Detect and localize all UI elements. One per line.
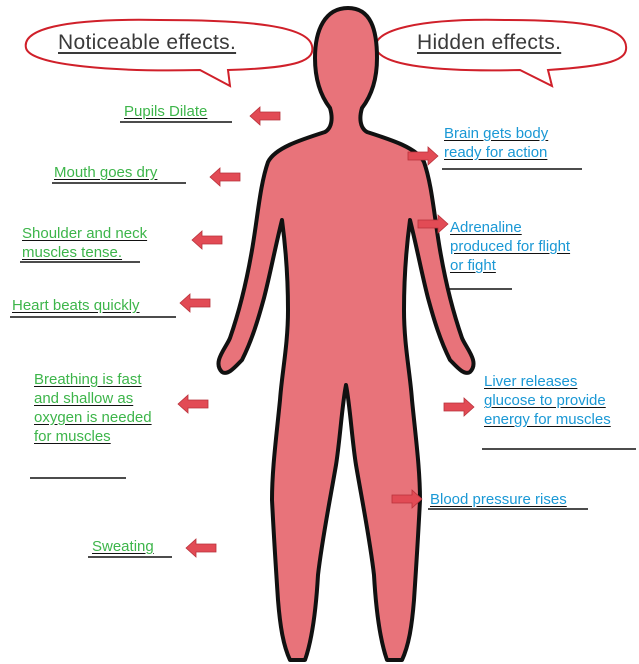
- arrow-icon: [178, 395, 208, 413]
- effect-line: Liver releases: [484, 372, 611, 391]
- effect-line: glucose to provide: [484, 391, 611, 410]
- hidden-effects-heading: Hidden effects.: [417, 31, 561, 55]
- effect-line: Shoulder and neck: [22, 224, 147, 243]
- hidden-effect-adrenaline: Adrenaline produced for flight or fight: [450, 218, 570, 275]
- effect-line: or fight: [450, 256, 570, 275]
- noticeable-effect-sweating: Sweating: [92, 537, 154, 556]
- noticeable-effect-muscles-tense: Shoulder and neck muscles tense.: [22, 224, 147, 262]
- effect-line: ready for action: [444, 143, 548, 162]
- effect-line: produced for flight: [450, 237, 570, 256]
- hidden-effect-brain: Brain gets body ready for action: [444, 124, 548, 162]
- effect-line: Blood pressure rises: [430, 490, 567, 509]
- effect-line: and shallow as: [34, 389, 152, 408]
- hidden-effect-blood-pressure: Blood pressure rises: [430, 490, 567, 509]
- effect-line: Pupils Dilate: [124, 102, 207, 121]
- arrow-icon: [444, 398, 474, 416]
- human-body-silhouette: [218, 8, 473, 660]
- effect-line: muscles tense.: [22, 243, 147, 262]
- effect-line: for muscles: [34, 427, 152, 446]
- arrow-icon: [250, 107, 280, 125]
- noticeable-effect-breathing: Breathing is fast and shallow as oxygen …: [34, 370, 152, 446]
- arrow-icon: [210, 168, 240, 186]
- arrow-icon: [186, 539, 216, 557]
- noticeable-effect-pupils-dilate: Pupils Dilate: [124, 102, 207, 121]
- hidden-effect-liver: Liver releases glucose to provide energy…: [484, 372, 611, 429]
- effect-line: Mouth goes dry: [54, 163, 157, 182]
- effect-line: Heart beats quickly: [12, 296, 140, 315]
- effect-line: Adrenaline: [450, 218, 570, 237]
- arrow-icon: [192, 231, 222, 249]
- effect-line: oxygen is needed: [34, 408, 152, 427]
- effect-line: Breathing is fast: [34, 370, 152, 389]
- effect-line: Sweating: [92, 537, 154, 556]
- arrow-icon: [180, 294, 210, 312]
- effect-line: Brain gets body: [444, 124, 548, 143]
- noticeable-effects-heading: Noticeable effects.: [58, 31, 236, 55]
- noticeable-effect-mouth-dry: Mouth goes dry: [54, 163, 157, 182]
- noticeable-effect-heart-beats: Heart beats quickly: [12, 296, 140, 315]
- effect-line: energy for muscles: [484, 410, 611, 429]
